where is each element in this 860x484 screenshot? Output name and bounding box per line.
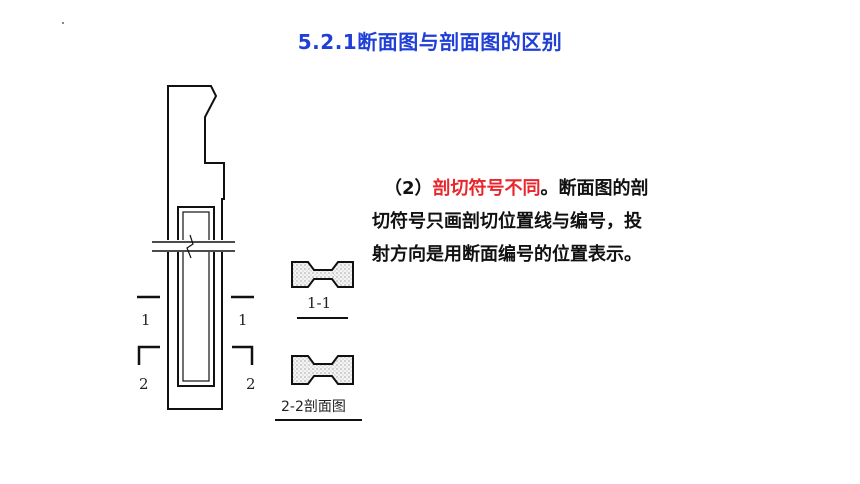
column-recess-inner bbox=[182, 211, 210, 382]
break-gap bbox=[150, 240, 235, 252]
explanation-text: （2）剖切符号不同。断面图的剖 切符号只画剖切位置线与编号，投 射方向是用断面编… bbox=[372, 172, 712, 271]
section-1-label: 1-1 bbox=[307, 294, 331, 312]
column-recess-outer bbox=[177, 206, 215, 387]
text-line-1: （2）剖切符号不同。断面图的剖 bbox=[372, 172, 712, 205]
cut-label-2-right: 2 bbox=[246, 375, 256, 393]
section-2-label: 2-2剖面图 bbox=[281, 399, 346, 415]
text-line-3: 射方向是用断面编号的位置表示。 bbox=[372, 244, 642, 265]
section-2-shape bbox=[291, 355, 354, 385]
cut-mark-2-right bbox=[232, 345, 254, 365]
text-line-1-tail: 。断面图的剖 bbox=[540, 178, 649, 199]
text-lead: （2） bbox=[384, 178, 433, 199]
slide-title: 5.2.1断面图与剖面图的区别 bbox=[297, 30, 563, 54]
cut-label-1-right: 1 bbox=[238, 311, 248, 329]
cut-mark-2-left bbox=[137, 345, 160, 365]
text-line-2: 切符号只画剖切位置线与编号，投 bbox=[372, 211, 642, 232]
break-zigzag bbox=[186, 234, 194, 259]
highlight-text: 剖切符号不同 bbox=[432, 178, 541, 199]
corner-dot bbox=[62, 22, 64, 24]
cut-label-1-left: 1 bbox=[141, 311, 151, 329]
section-1-shape bbox=[291, 261, 354, 288]
column-outline bbox=[167, 85, 225, 410]
cut-label-2-left: 2 bbox=[139, 375, 149, 393]
